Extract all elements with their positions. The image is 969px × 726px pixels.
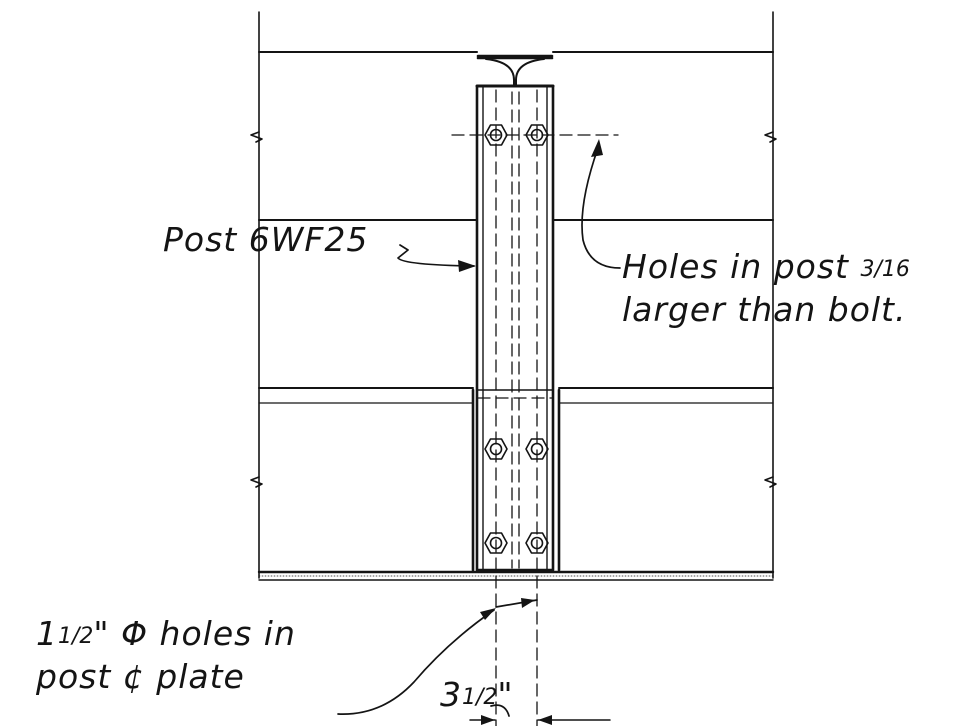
- bolts: [484, 124, 549, 554]
- leader-spacing: [490, 704, 510, 717]
- bolt-holes-note: 11/2" Φ holes in post ¢ plate: [36, 615, 296, 696]
- bolt-holes-line2: post ¢ plate: [36, 657, 245, 696]
- bolt-mid-left: [484, 438, 508, 460]
- leader-bolt-holes: [337, 609, 495, 715]
- base-plate: [257, 570, 775, 581]
- leaders: [337, 147, 621, 717]
- bolt-holes-whole: 1: [36, 614, 58, 653]
- spacing-unit: ": [497, 675, 514, 714]
- bolt-bottom-right: [525, 532, 549, 554]
- bolt-top-left: [484, 124, 508, 146]
- holes-note-fraction: 3/16: [860, 257, 910, 282]
- leader-holes-in-post: [581, 147, 621, 269]
- bolt-holes-rest: " Φ holes in: [93, 614, 296, 653]
- break-symbols: [250, 131, 777, 488]
- bolt-bottom-left: [484, 532, 508, 554]
- hidden-lines: [451, 89, 619, 726]
- splice-plates: [471, 388, 561, 572]
- bolt-top-right: [525, 124, 549, 146]
- holes-note-line1: Holes in post: [622, 247, 850, 286]
- spacing-label: 31/2": [440, 676, 514, 719]
- holes-in-post-note: Holes in post 3/16 larger than bolt.: [622, 248, 910, 329]
- post-6wf25: [475, 54, 555, 572]
- lower-beam: [258, 387, 774, 404]
- spacing-fraction: 1/2: [462, 685, 498, 710]
- leader-post: [397, 244, 475, 267]
- upper-beam: [258, 51, 774, 221]
- spacing-whole: 3: [440, 675, 462, 714]
- bolt-mid-right: [525, 438, 549, 460]
- bolt-holes-fraction: 1/2: [58, 624, 94, 649]
- holes-note-line2: larger than bolt.: [622, 290, 907, 329]
- post-label: Post 6WF25: [163, 220, 369, 259]
